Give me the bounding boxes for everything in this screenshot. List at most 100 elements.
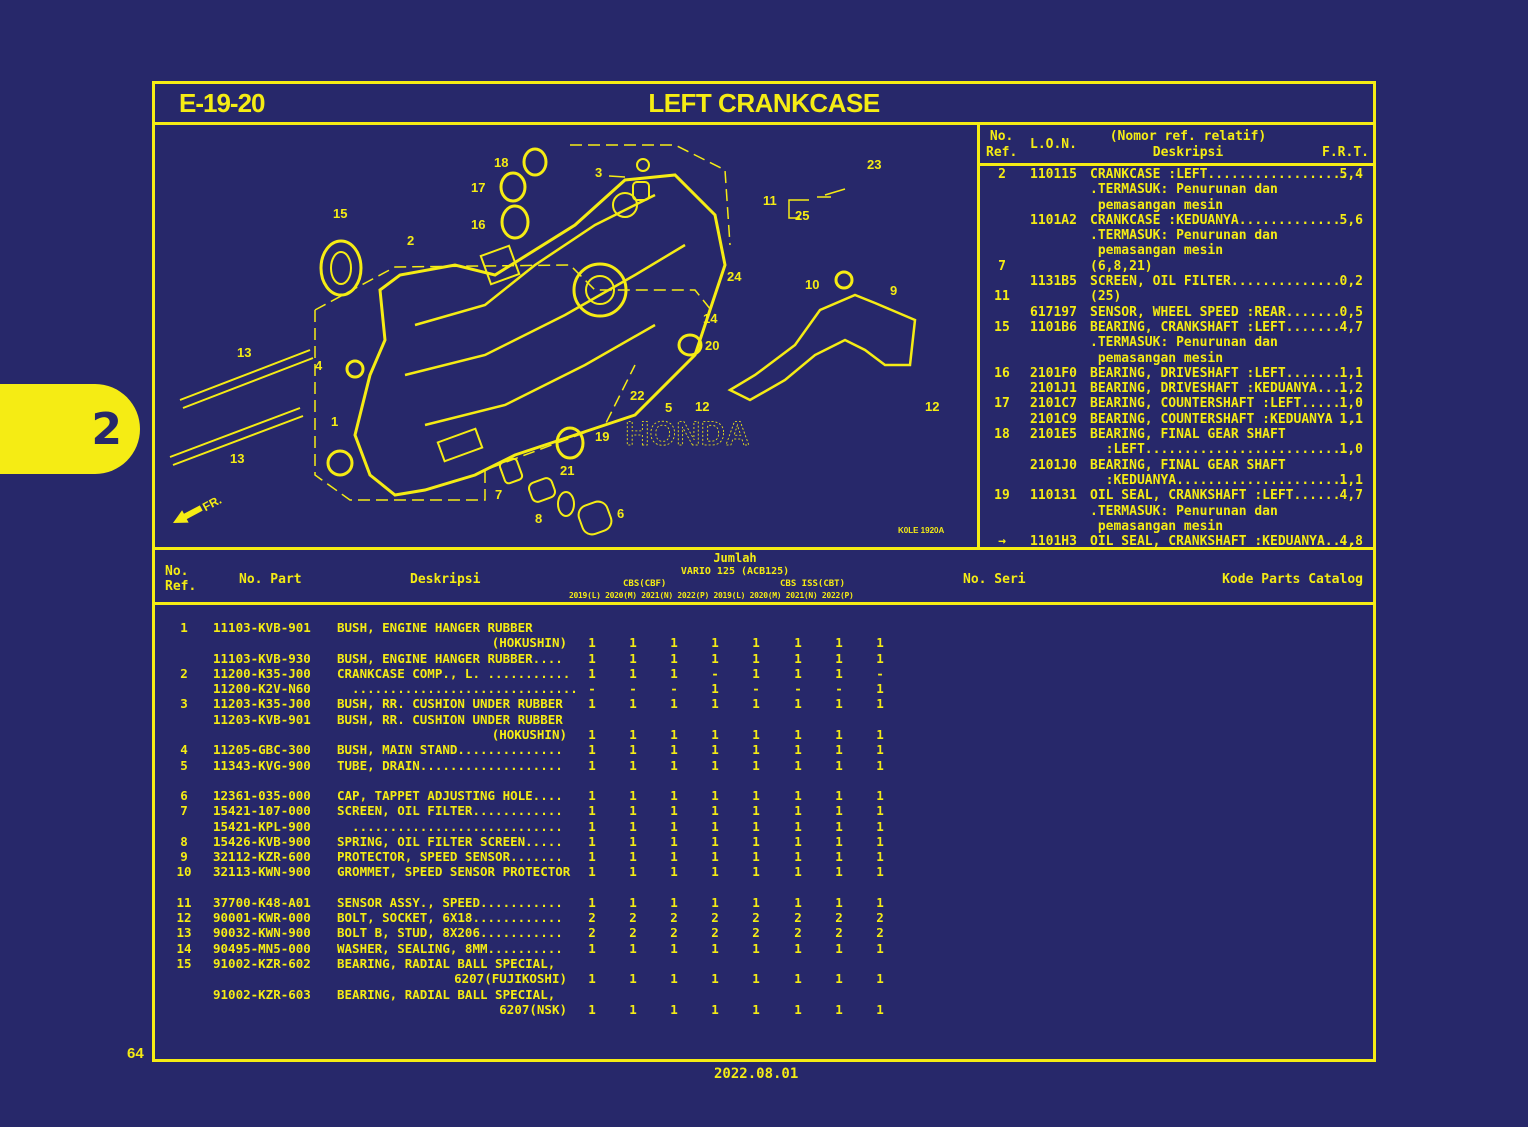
frt-ref-header: No.Ref. <box>986 129 1018 160</box>
quantity-cell: 1 <box>876 818 884 834</box>
quantity-cell: 1 <box>876 833 884 849</box>
quantity-cell: 1 <box>794 971 802 987</box>
quantity-cell: 2 <box>670 925 678 941</box>
part-number: 15421-107-000 <box>213 803 311 819</box>
quantity-cell: 1 <box>629 1001 637 1017</box>
svg-text:5: 5 <box>665 400 672 415</box>
quantity-cell: 1 <box>670 833 678 849</box>
quantity-cell: 2 <box>794 910 802 926</box>
quantity-cell: 1 <box>670 818 678 834</box>
ref-number: 12 <box>176 910 192 926</box>
frt-row: 7(6,8,21) <box>980 259 1373 274</box>
quantity-cell: 1 <box>835 787 843 803</box>
frt-ref: 19 <box>994 488 1010 504</box>
page-header: E-19-20 LEFT CRANKCASE <box>155 84 1373 125</box>
part-number-header: No. Part <box>239 572 302 587</box>
frt-desc: OIL SEAL, CRANKSHAFT :LEFT...... <box>1090 488 1341 504</box>
frt-lon: 2101J0 <box>1030 457 1077 473</box>
quantity-cell: 1 <box>670 727 678 743</box>
quantity-cell: 1 <box>711 803 719 819</box>
quantity-cell: 1 <box>670 864 678 880</box>
page-title: LEFT CRANKCASE <box>648 88 880 118</box>
frt-desc: :LEFT.......................... <box>1090 442 1349 458</box>
quantity-cell: 1 <box>588 665 596 681</box>
description-header: Deskripsi <box>410 572 481 587</box>
frt-value: 4,8 <box>1339 534 1363 550</box>
quantity-cell: 1 <box>629 742 637 758</box>
quantity-cell: 1 <box>670 803 678 819</box>
section-tab[interactable]: 2 <box>0 384 140 474</box>
part-number: 11205-GBC-300 <box>213 742 311 758</box>
part-number: 91002-KZR-603 <box>213 986 311 1002</box>
quantity-cell: 2 <box>588 925 596 941</box>
quantity-cell: 1 <box>629 787 637 803</box>
quantity-cell: 1 <box>752 696 760 712</box>
quantity-cell: 1 <box>876 635 884 651</box>
quantity-cell: 1 <box>629 650 637 666</box>
part-description: BUSH, MAIN STAND.............. <box>337 742 563 758</box>
svg-text:25: 25 <box>795 208 809 223</box>
part-description: PROTECTOR, SPEED SENSOR....... <box>337 849 563 865</box>
quantity-cell: 1 <box>752 894 760 910</box>
quantity-cell: 1 <box>835 650 843 666</box>
quantity-cell: 1 <box>752 971 760 987</box>
quantity-cell: 1 <box>588 787 596 803</box>
quantity-cell: 2 <box>835 925 843 941</box>
svg-text:19: 19 <box>595 429 609 444</box>
quantity-cell: - <box>835 681 843 697</box>
frt-desc: :KEDUANYA...................... <box>1090 472 1349 488</box>
part-description: WASHER, SEALING, 8MM.......... <box>337 940 563 956</box>
quantity-cell: 1 <box>670 665 678 681</box>
frt-lon: 1101B6 <box>1030 319 1077 335</box>
quantity-cell: 1 <box>629 940 637 956</box>
frt-ref: 7 <box>998 258 1006 274</box>
quantity-cell: 1 <box>835 833 843 849</box>
frt-ref: → <box>998 534 1006 550</box>
quantity-cell: 1 <box>794 757 802 773</box>
frt-desc: SCREEN, OIL FILTER.............. <box>1090 274 1341 290</box>
part-description: BEARING, RADIAL BALL SPECIAL, <box>337 986 556 1002</box>
quantity-cell: 1 <box>629 665 637 681</box>
quantity-cell: 1 <box>876 940 884 956</box>
quantity-cell: 2 <box>629 925 637 941</box>
quantity-cell: 1 <box>752 849 760 865</box>
frt-lon: 617197 <box>1030 304 1077 320</box>
part-description: CAP, TAPPET ADJUSTING HOLE.... <box>337 787 563 803</box>
quantity-cell: 1 <box>711 1001 719 1017</box>
quantity-cell: 1 <box>670 971 678 987</box>
frt-value: 1,0 <box>1339 396 1363 412</box>
quantity-cell: 2 <box>876 925 884 941</box>
svg-text:13: 13 <box>237 345 251 360</box>
svg-text:7: 7 <box>495 487 502 502</box>
part-number: 11203-K35-J00 <box>213 696 311 712</box>
part-description: SCREEN, OIL FILTER............ <box>337 803 563 819</box>
quantity-cell: 1 <box>876 681 884 697</box>
quantity-cell: 1 <box>752 864 760 880</box>
parts-page-frame: E-19-20 LEFT CRANKCASE <box>152 81 1376 1062</box>
quantity-cell: 1 <box>711 757 719 773</box>
quantity-cell: 1 <box>752 650 760 666</box>
frt-ref: 2 <box>998 167 1006 182</box>
quantity-cell: 1 <box>752 787 760 803</box>
frt-lon: 2101C9 <box>1030 411 1077 427</box>
quantity-cell: 1 <box>670 635 678 651</box>
part-description: BOLT, SOCKET, 6X18............ <box>337 910 563 926</box>
ref-number: 5 <box>180 757 188 773</box>
part-number: 90001-KWR-000 <box>213 910 311 926</box>
quantity-cell: 1 <box>835 727 843 743</box>
ref-number: 6 <box>180 787 188 803</box>
frt-ref: 17 <box>994 396 1010 412</box>
quantity-cell: 1 <box>588 696 596 712</box>
part-number: 90032-KWN-900 <box>213 925 311 941</box>
frt-lon: 2101E5 <box>1030 427 1077 443</box>
quantity-cell: 1 <box>588 650 596 666</box>
